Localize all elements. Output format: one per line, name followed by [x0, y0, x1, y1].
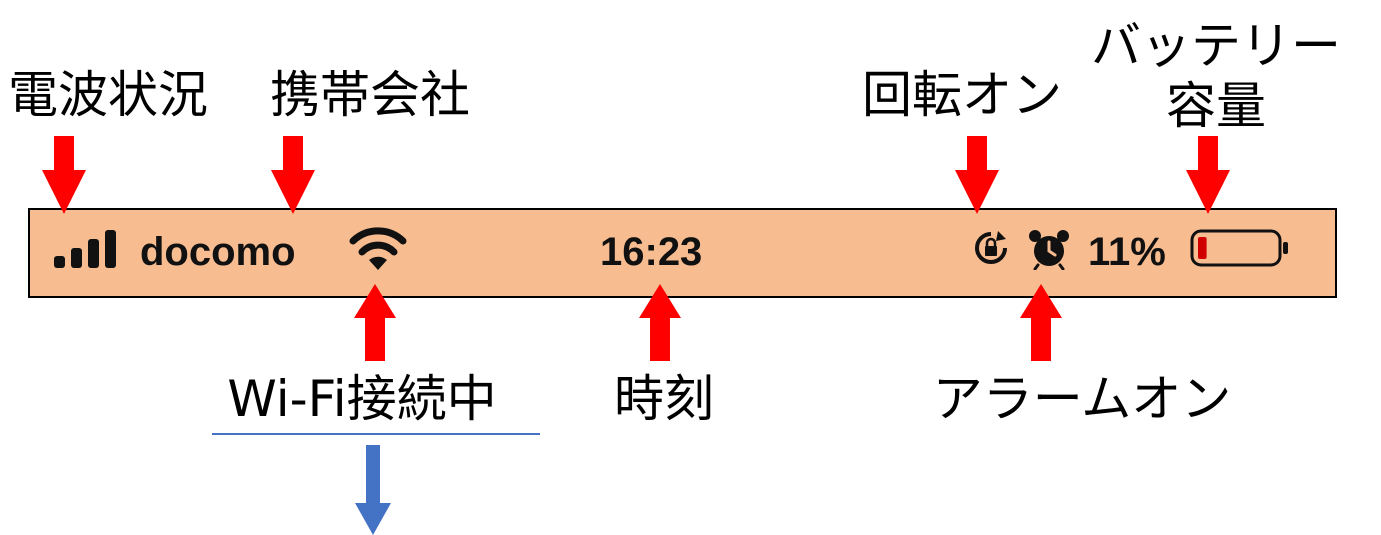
rotation-label: 回転オン: [862, 66, 1062, 124]
wifi-label: Wi-Fi接続中: [227, 370, 497, 428]
signal-bars-icon: [54, 230, 116, 268]
battery-label-line2: 容量: [1166, 77, 1266, 135]
carrier-name: docomo: [140, 230, 296, 274]
wifi-arrow: [354, 284, 396, 361]
battery-label: バッテリー 容量: [1091, 16, 1341, 136]
alarm-arrow: [1020, 284, 1062, 361]
signal-arrow: [42, 136, 86, 214]
battery-arrow: [1186, 136, 1230, 214]
blue-down-arrow: [355, 445, 391, 535]
alarm-label: アラームオン: [932, 370, 1232, 428]
rotation-arrow: [955, 136, 999, 214]
signal-label: 電波状況: [8, 66, 208, 124]
rotation-lock-icon: [975, 231, 1007, 264]
clock-time: 16:23: [600, 230, 703, 274]
battery-icon: [1190, 229, 1288, 267]
alarm-clock-icon: [1029, 230, 1069, 270]
status-bar: docomo 16:23 11%: [28, 208, 1337, 298]
carrier-label: 携帯会社: [270, 66, 470, 124]
time-arrow: [639, 284, 681, 361]
carrier-arrow: [271, 136, 315, 214]
battery-label-line1: バッテリー: [1091, 17, 1341, 75]
wifi-icon: [349, 227, 407, 270]
time-label: 時刻: [614, 370, 714, 428]
battery-percent: 11%: [1088, 230, 1166, 274]
